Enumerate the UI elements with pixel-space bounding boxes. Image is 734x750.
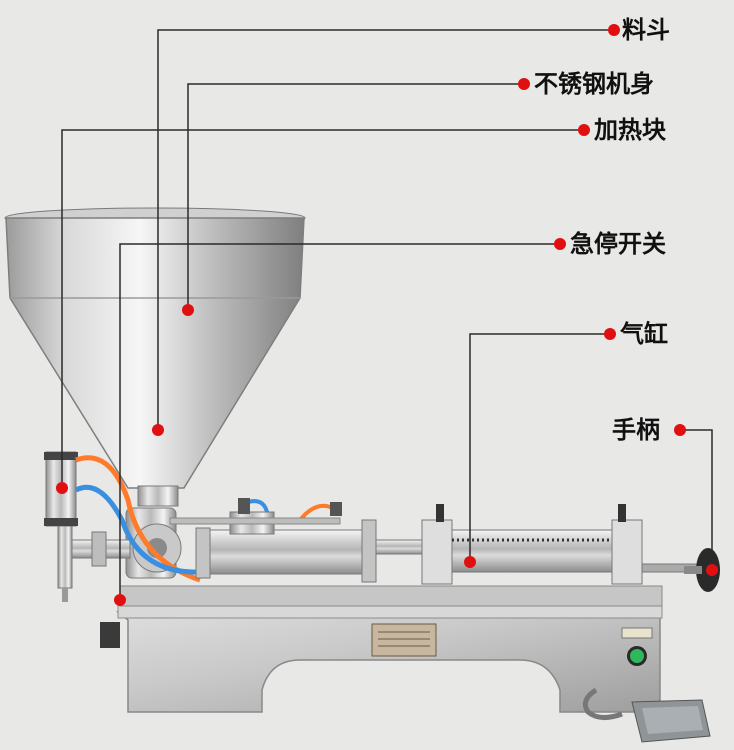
leader-handle: [680, 429, 713, 570]
marker-heater-point: [56, 482, 68, 494]
marker-handle-label: [674, 424, 686, 436]
leader-lines: [61, 29, 713, 600]
power-button: [630, 649, 644, 663]
marker-cylinder-point: [464, 556, 476, 568]
foot-pedal: [582, 687, 711, 743]
stainless-body: [100, 585, 663, 713]
marker-cylinder-label: [604, 328, 616, 340]
callout-handle-label: 手柄: [612, 416, 660, 444]
marker-handle-point: [706, 564, 718, 576]
marker-hopper-point: [152, 424, 164, 436]
marker-heater-label: [578, 124, 590, 136]
marker-body-point: [182, 304, 194, 316]
callout-emergency-stop-label: 急停开关: [570, 230, 666, 258]
leader-estop: [119, 243, 560, 600]
valve-assembly: [44, 451, 182, 602]
callout-markers: [56, 24, 718, 606]
leader-heater: [61, 129, 584, 488]
marker-hopper-label: [608, 24, 620, 36]
marker-estop-label: [554, 238, 566, 250]
marker-body-label: [518, 78, 530, 90]
callout-hopper-label: 料斗: [622, 16, 670, 44]
leader-body: [187, 83, 524, 310]
callout-heater-label: 加热块: [594, 116, 666, 144]
callout-air-cylinder-label: 气缸: [620, 320, 668, 348]
piston-barrel: [169, 498, 437, 583]
hopper: [4, 207, 306, 507]
leader-cylinder: [469, 333, 610, 562]
callout-stainless-body-label: 不锈钢机身: [534, 70, 654, 98]
marker-estop-point: [114, 594, 126, 606]
air-cylinder: [421, 504, 703, 585]
leader-hopper: [157, 29, 614, 430]
